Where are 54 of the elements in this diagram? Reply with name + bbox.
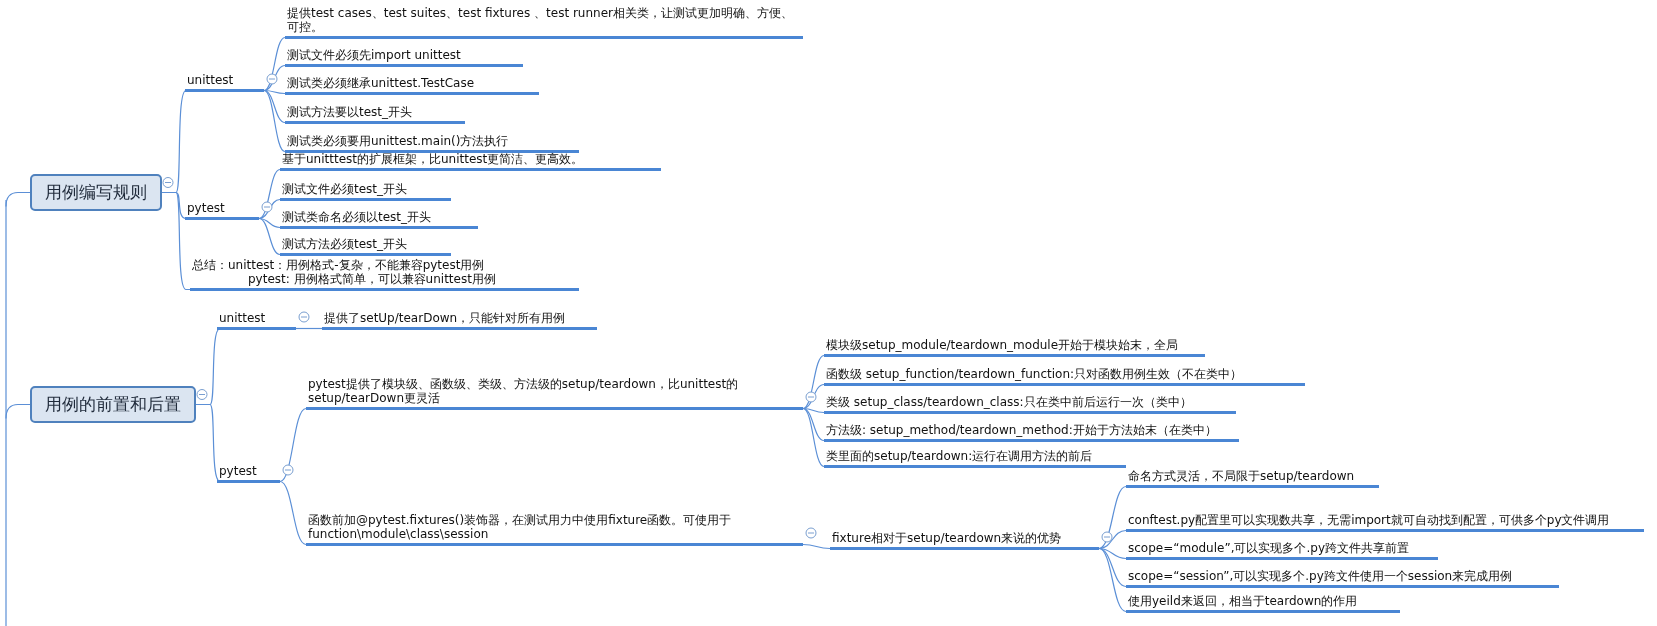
topic: 命名方式灵活，不局限于setup/teardown <box>1126 469 1379 488</box>
branch-line <box>263 89 286 95</box>
topic: unittest <box>185 73 264 92</box>
topic: 使用yeild来返回，相当于teardown的作用 <box>1126 594 1400 613</box>
branch-line <box>279 407 307 483</box>
topic: pytest <box>217 464 280 483</box>
topic-box: 用例的前置和后置 <box>30 386 196 423</box>
topic: 测试文件必须test_开头 <box>280 182 451 201</box>
branch-line <box>5 191 31 208</box>
topic: 测试文件必须先import unittest <box>285 48 523 67</box>
topic: 类级 setup_class/teardown_class:只在类中前后运行一次（类中） <box>824 395 1236 414</box>
branch-line <box>195 403 221 483</box>
topic: 测试类必须要用unittest.main()方法执行 <box>285 134 579 153</box>
topic: pytest提供了模块级、函数级、类级、方法级的setup/teardown，比unittest的setup/tearDown更灵活 <box>306 377 803 410</box>
branch-line <box>258 217 281 229</box>
branch-line <box>1098 485 1127 550</box>
branch-line <box>161 191 191 291</box>
branch-line <box>295 327 323 330</box>
topic: scope=“module”,可以实现多个.py跨文件共享前置 <box>1126 541 1438 560</box>
topic: 测试类命名必须以test_开头 <box>280 210 478 229</box>
branch-line <box>802 354 825 410</box>
topic: scope=“session”,可以实现多个.py跨文件使用一个session来完成用例 <box>1126 569 1559 588</box>
topic: 模块级setup_module/teardown_module开始于模块始末，全局 <box>824 338 1205 357</box>
branch-line <box>263 36 286 92</box>
branch-line <box>263 89 286 153</box>
branch-line <box>802 383 825 410</box>
branch-line <box>5 403 31 420</box>
topic: fixture相对于setup/teardown来说的优势 <box>830 531 1099 550</box>
topic: 总结：unittest：用例格式-复杂，不能兼容pytest用例 pytest: 用例格式简单，可以兼容unittest用例 <box>190 258 579 291</box>
branch-line <box>258 198 281 220</box>
topic: 提供了setUp/tearDown，只能针对所有用例 <box>322 311 597 330</box>
branch-line <box>263 64 286 92</box>
topic: pytest <box>185 201 259 220</box>
topic: 提供test cases、test suites、test fixtures 、test runner相关类，让测试更加明确、方便、可控。 <box>285 6 803 39</box>
topic: 测试方法必须test_开头 <box>280 237 451 256</box>
topic: 类里面的setup/teardown:运行在调用方法的前后 <box>824 449 1126 468</box>
branch-line <box>1098 529 1127 550</box>
branch-line <box>258 168 281 220</box>
branch-line <box>279 480 307 546</box>
topic: conftest.py配置里可以实现数共享，无需import就可自动找到配置，可供多个py文件调用 <box>1126 513 1644 532</box>
topic: 测试方法要以test_开头 <box>285 105 465 124</box>
branch-line <box>802 407 825 468</box>
topic: 方法级: setup_method/teardown_method:开始于方法始末（在类中） <box>824 423 1239 442</box>
topic: 基于unitttest的扩展框架，比unittest更简洁、更高效。 <box>280 152 661 171</box>
branch-line <box>802 407 825 414</box>
topic: 函数前加@pytest.fixtures()装饰器，在测试用力中使用fixture函数。可使用于function\module\class\session <box>306 513 803 546</box>
branch-line <box>1098 547 1127 588</box>
topic: unittest <box>217 311 296 330</box>
topic: 测试类必须继承unittest.TestCase <box>285 76 539 95</box>
topic-box: 用例编写规则 <box>30 174 162 211</box>
branch-line <box>802 543 831 550</box>
branch-line <box>1098 547 1127 613</box>
topic: 函数级 setup_function/teardown_function:只对函数用例生效（不在类中） <box>824 367 1305 386</box>
branch-line <box>258 217 281 256</box>
